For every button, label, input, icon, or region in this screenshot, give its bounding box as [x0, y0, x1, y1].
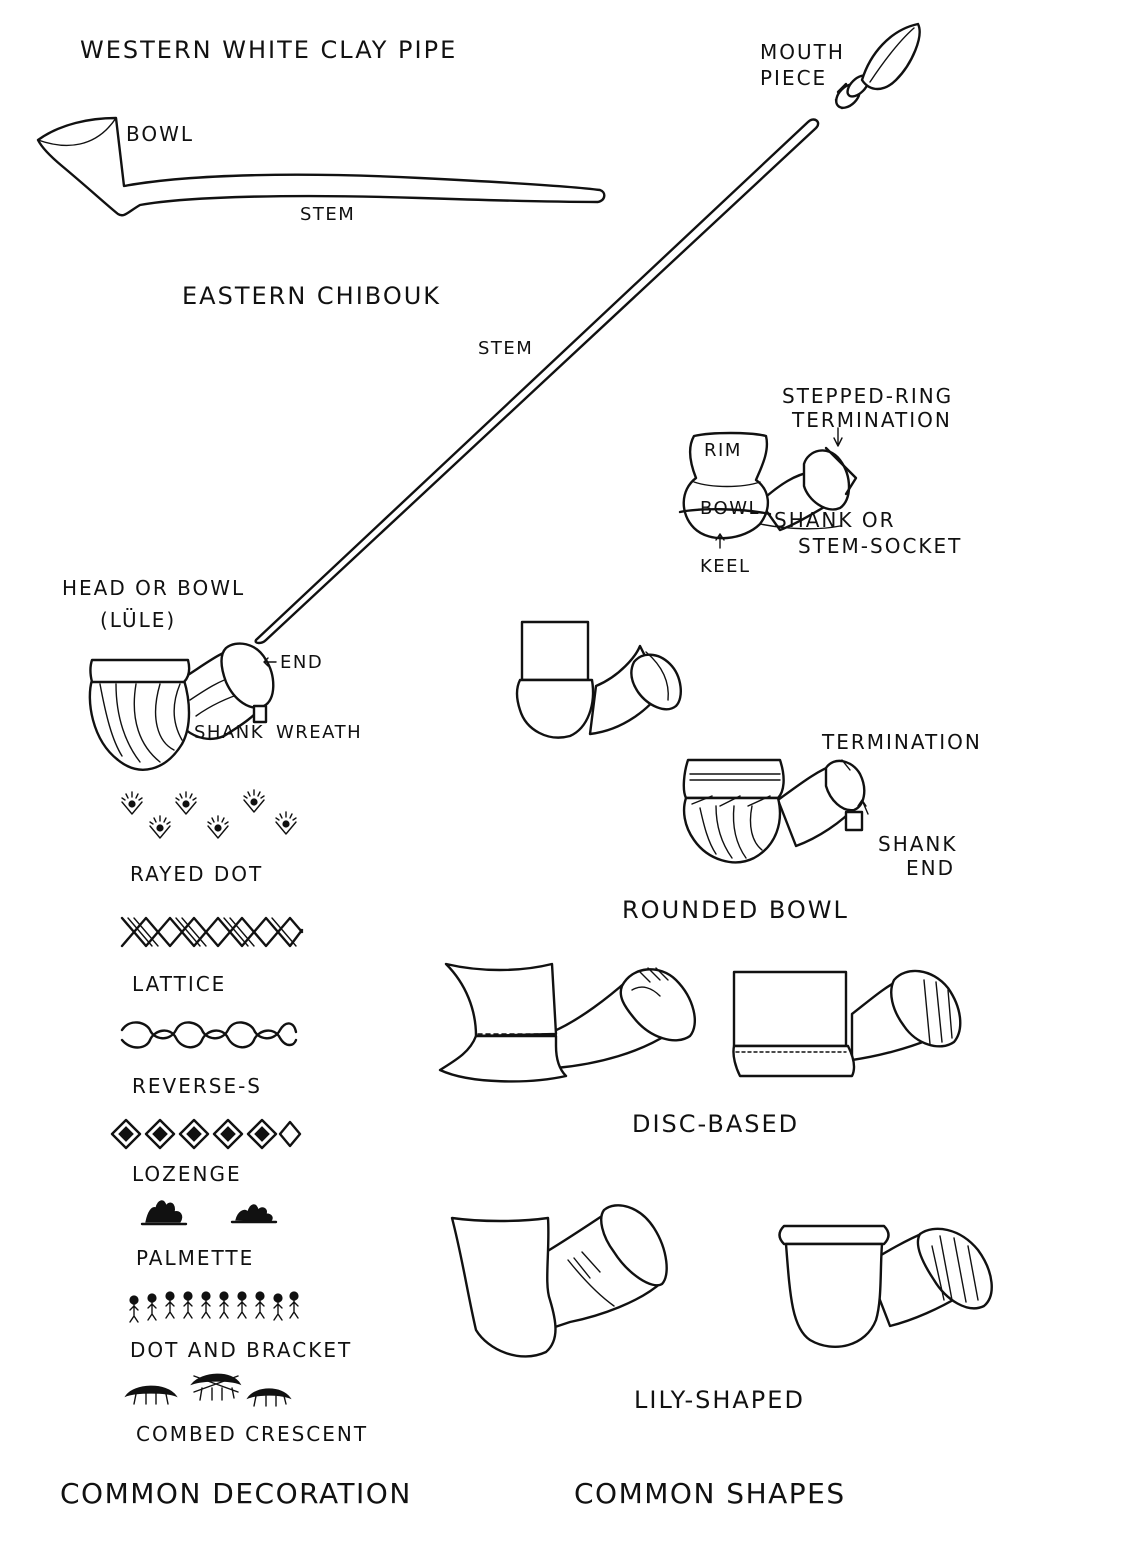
shank-end-label-2: END	[906, 856, 955, 880]
disc-based-pipe-1-drawing	[438, 962, 697, 1083]
eastern-chibouk-title: EASTERN CHIBOUK	[182, 282, 442, 310]
mouth-piece-drawing	[834, 22, 921, 110]
lily-shaped-pipe-1-drawing	[450, 1204, 668, 1358]
common-shapes-title: COMMON SHAPES	[574, 1477, 846, 1510]
lule-label: (LÜLE)	[100, 608, 177, 632]
shank-end-label-1: SHANK	[878, 832, 958, 856]
reverse-s-motif	[120, 1021, 298, 1049]
head-or-bowl-label: HEAD OR BOWL	[62, 576, 246, 600]
decoration-label-combed-crescent: COMBED CRESCENT	[136, 1422, 369, 1446]
common-decoration-title: COMMON DECORATION	[60, 1477, 412, 1510]
lozenge-motif	[110, 1118, 302, 1150]
palmette-motif	[140, 1200, 278, 1226]
wreath-label: WREATH	[276, 722, 363, 743]
rounded-bowl-label: ROUNDED BOWL	[622, 896, 849, 924]
rim-label: RIM	[704, 440, 742, 461]
disc-based-label: DISC-BASED	[632, 1110, 800, 1138]
anatomy-pipe-drawing	[678, 431, 858, 540]
decoration-label-lattice: LATTICE	[132, 972, 227, 996]
rounded-bowl-pipe-drawing	[682, 758, 866, 864]
decoration-label-dot-and-bracket: DOT AND BRACKET	[130, 1338, 353, 1362]
lattice-motif	[120, 916, 304, 948]
mouth-piece-label-2: PIECE	[760, 66, 828, 90]
bowl-label: BOWL	[700, 498, 761, 519]
mouth-piece-label-1: MOUTH	[760, 40, 845, 64]
chibouk-stem-label: STEM	[478, 338, 534, 359]
decoration-label-rayed-dot: RAYED DOT	[130, 862, 264, 886]
termination-label: TERMINATION	[822, 730, 982, 754]
decoration-label-lozenge: LOZENGE	[132, 1162, 242, 1186]
western-stem-label: STEM	[300, 204, 356, 225]
keel-label: KEEL	[700, 556, 751, 577]
shank-or-label: SHANK OR	[774, 508, 896, 532]
end-label: END	[280, 652, 324, 673]
rayed-dot-motif	[121, 789, 297, 839]
stem-socket-label: STEM-SOCKET	[798, 534, 963, 558]
western-pipe-title: WESTERN WHITE CLAY PIPE	[80, 36, 458, 64]
decoration-label-reverse-s: REVERSE-S	[132, 1074, 262, 1098]
dot-and-bracket-motif	[129, 1291, 299, 1323]
disc-based-pipe-2-drawing	[732, 969, 962, 1078]
lily-shaped-pipe-2-drawing	[778, 1224, 993, 1348]
stepped-ring-label-2: TERMINATION	[792, 408, 952, 432]
chibouk-head-drawing	[88, 642, 275, 771]
chibouk-stem-drawing	[254, 118, 820, 645]
shank-label: SHANK	[194, 722, 265, 743]
plain-bowl-pipe-drawing	[515, 620, 682, 739]
combed-crescent-motif	[124, 1373, 292, 1407]
decoration-label-palmette: PALMETTE	[136, 1246, 255, 1270]
western-bowl-label: BOWL	[126, 122, 195, 146]
stepped-ring-label-1: STEPPED-RING	[782, 384, 954, 408]
western-clay-pipe-drawing	[36, 116, 606, 217]
leader-lines	[252, 427, 869, 832]
lily-shaped-label: LILY-SHAPED	[634, 1386, 805, 1414]
